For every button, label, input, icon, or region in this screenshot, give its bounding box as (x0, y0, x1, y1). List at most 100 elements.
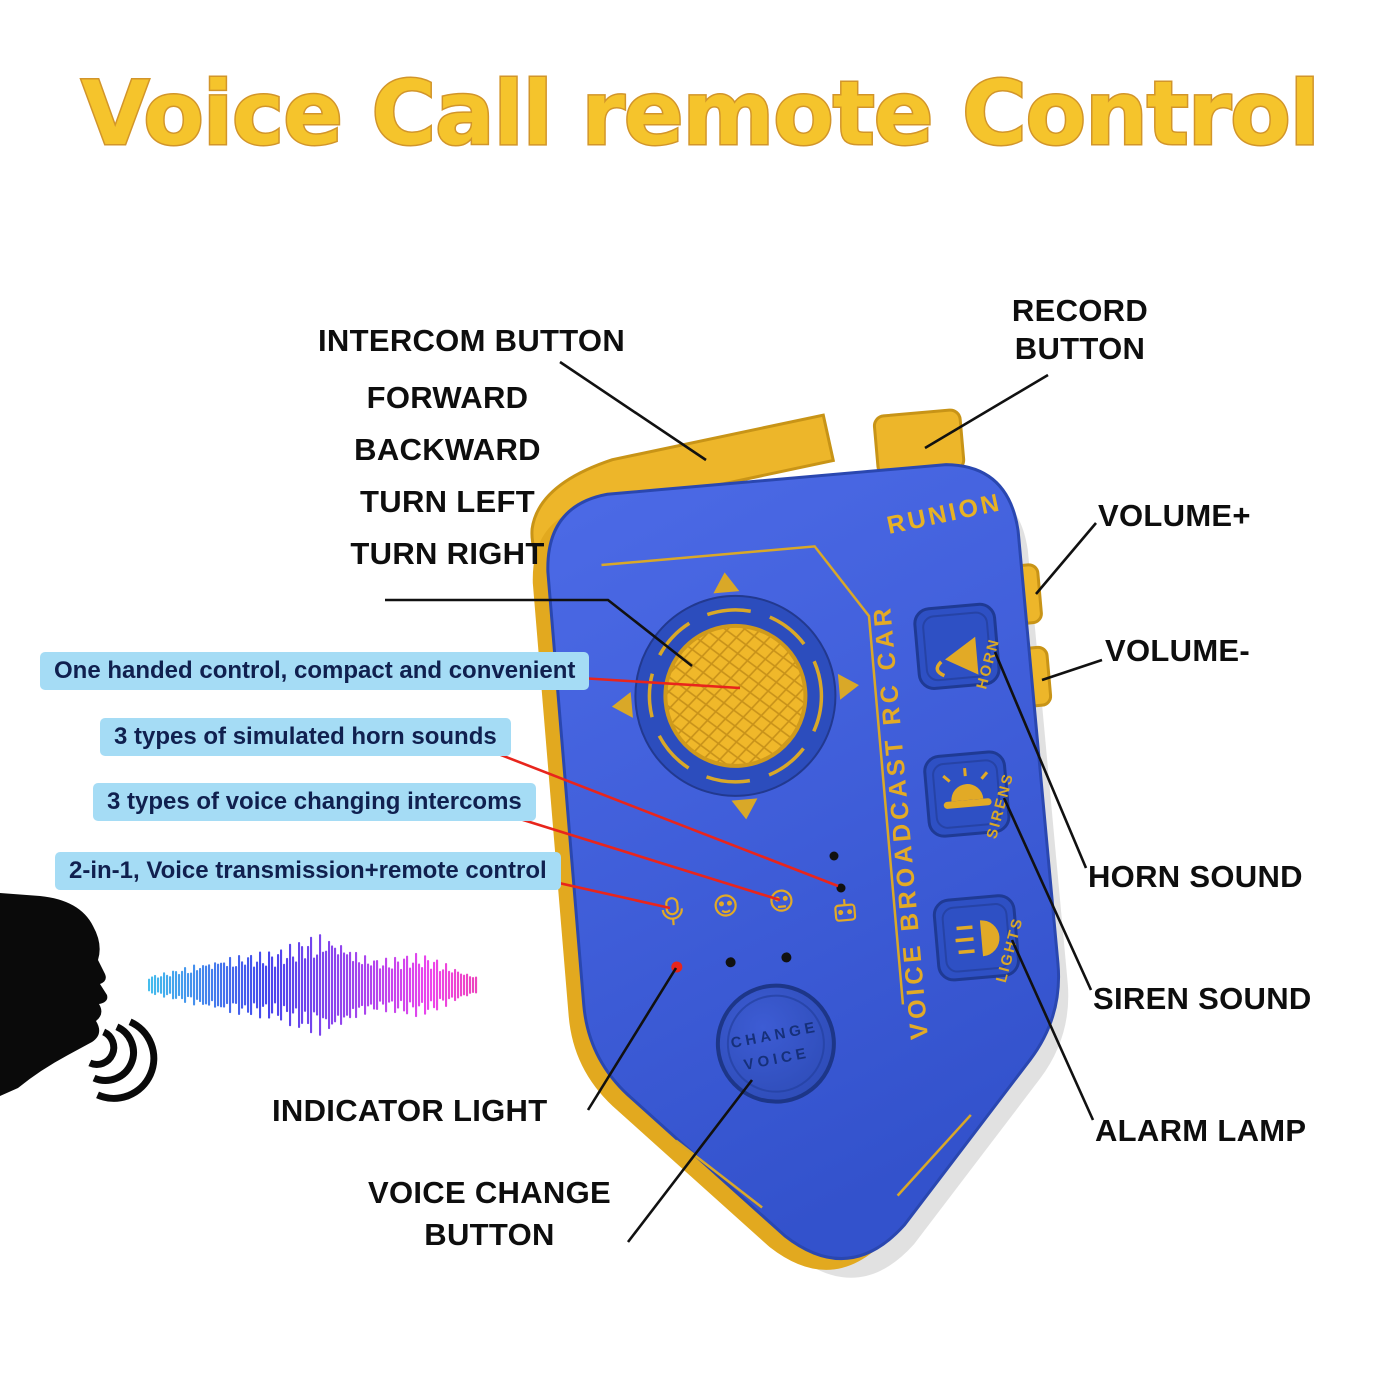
siren-icon (942, 768, 992, 809)
volume-minus-line (1041, 658, 1103, 682)
horn-sound-line (993, 651, 1088, 869)
waveform-bar (154, 974, 157, 996)
label-intercom-button: INTERCOM BUTTON (318, 323, 626, 358)
waveform-bar (268, 951, 271, 1019)
waveform-bar (208, 964, 211, 1006)
waveform-bar (169, 976, 172, 994)
label-directions: FORWARD BACKWARD TURN LEFT TURN RIGHT (330, 372, 565, 580)
page-title: Voice Call remote Control (80, 61, 1322, 167)
waveform-bar (184, 967, 187, 1003)
label-backward: BACKWARD (354, 432, 541, 467)
waveform-bar (397, 961, 400, 1009)
waveform-bar (226, 965, 229, 1005)
label-volume-minus: VOLUME- (1105, 633, 1251, 668)
callout-2-in-1: 2-in-1, Voice transmission+remote contro… (55, 852, 561, 890)
waveform-bar (415, 952, 418, 1018)
waveform-bar (244, 964, 247, 1006)
waveform-bar (313, 957, 316, 1013)
waveform-bar (346, 954, 349, 1016)
waveform-bar (253, 966, 256, 1004)
waveform-bar (466, 973, 469, 997)
waveform-bar (166, 974, 169, 996)
waveform-bar (337, 954, 340, 1016)
alarm-lamp-line (1010, 939, 1095, 1121)
callout-voice-intercoms: 3 types of voice changing intercoms (93, 783, 536, 821)
waveform-bar (235, 966, 238, 1004)
label-alarm-lamp: ALARM LAMP (1095, 1113, 1307, 1148)
waveform-bar (427, 959, 430, 1011)
waveform-bar (409, 967, 412, 1003)
change-voice-button: CHANGE VOICE (715, 983, 836, 1104)
waveform-bar (265, 965, 268, 1005)
waveform-bar (454, 968, 457, 1002)
waveform-bar (334, 947, 337, 1023)
label-record-button: RECORD BUTTON (1011, 293, 1149, 366)
waveform-bar (298, 942, 301, 1028)
speaking-person-silhouette (0, 893, 158, 1102)
up-arrow-icon (713, 572, 740, 594)
waveform-bar (463, 974, 466, 996)
waveform-bar (451, 972, 454, 998)
waveform-bar (187, 972, 190, 998)
waveform-bar (148, 978, 151, 992)
waveform-bar (376, 959, 379, 1011)
waveform-bar (160, 976, 163, 994)
waveform-bar (295, 961, 298, 1009)
waveform-bar (220, 962, 223, 1008)
waveform-bar (358, 962, 361, 1008)
waveform-bar (280, 949, 283, 1021)
waveform-bar (382, 965, 385, 1005)
waveform-bar (475, 976, 478, 994)
gold-trim-line (601, 545, 905, 1005)
label-forward: FORWARD (366, 380, 529, 415)
waveform-bar (418, 963, 421, 1007)
callout-horn-sounds: 3 types of simulated horn sounds (100, 718, 511, 756)
waveform-bar (307, 945, 310, 1025)
record-line (924, 373, 1049, 450)
waveform-bar (352, 960, 355, 1010)
waveform-bar (448, 970, 451, 1000)
waveform-bar (472, 977, 475, 993)
waveform-bar (250, 954, 253, 1016)
waveform-bar (355, 951, 358, 1019)
face-icon (714, 894, 737, 917)
intercom-line (559, 360, 707, 462)
waveform-bar (229, 956, 232, 1014)
waveform-bar (223, 962, 226, 1008)
waveform-bar (289, 943, 292, 1027)
waveform-bar (205, 965, 208, 1005)
label-turn-right: TURN RIGHT (350, 536, 545, 571)
waveform-bar (406, 955, 409, 1015)
waveform-bar (292, 956, 295, 1014)
callout-line-2 (464, 739, 839, 888)
label-horn-sound: HORN SOUND (1088, 859, 1303, 894)
label-indicator-light: INDICATOR LIGHT (272, 1093, 548, 1128)
down-arrow-icon (731, 798, 758, 820)
waveform-bar (370, 965, 373, 1005)
left-arrow-icon (611, 691, 633, 718)
waveform-graphic (148, 934, 478, 1036)
label-siren-sound: SIREN SOUND (1093, 981, 1312, 1016)
indicator-light-line (586, 967, 678, 1111)
waveform-bar (361, 963, 364, 1007)
speaker-dashed-arc (647, 608, 824, 784)
waveform-bar (172, 970, 175, 1000)
waveform-bar (304, 958, 307, 1012)
waveform-bar (460, 973, 463, 997)
sirens-button: SIRENS (923, 750, 1017, 841)
voice-indicator-row (661, 889, 857, 926)
waveform-bar (262, 963, 265, 1007)
waveform-bar (316, 954, 319, 1016)
label-connector-lines (385, 360, 1103, 1243)
waveform-bar (400, 968, 403, 1002)
waveform-bar (259, 951, 262, 1019)
waveform-bar (394, 956, 397, 1014)
waveform-bar (232, 966, 235, 1004)
waveform-bar (196, 970, 199, 1000)
waveform-bar (163, 972, 166, 998)
horn-icon (935, 636, 979, 678)
waveform-bar (211, 968, 214, 1002)
waveform-bar (199, 967, 202, 1003)
waveform-bar (181, 970, 184, 1000)
